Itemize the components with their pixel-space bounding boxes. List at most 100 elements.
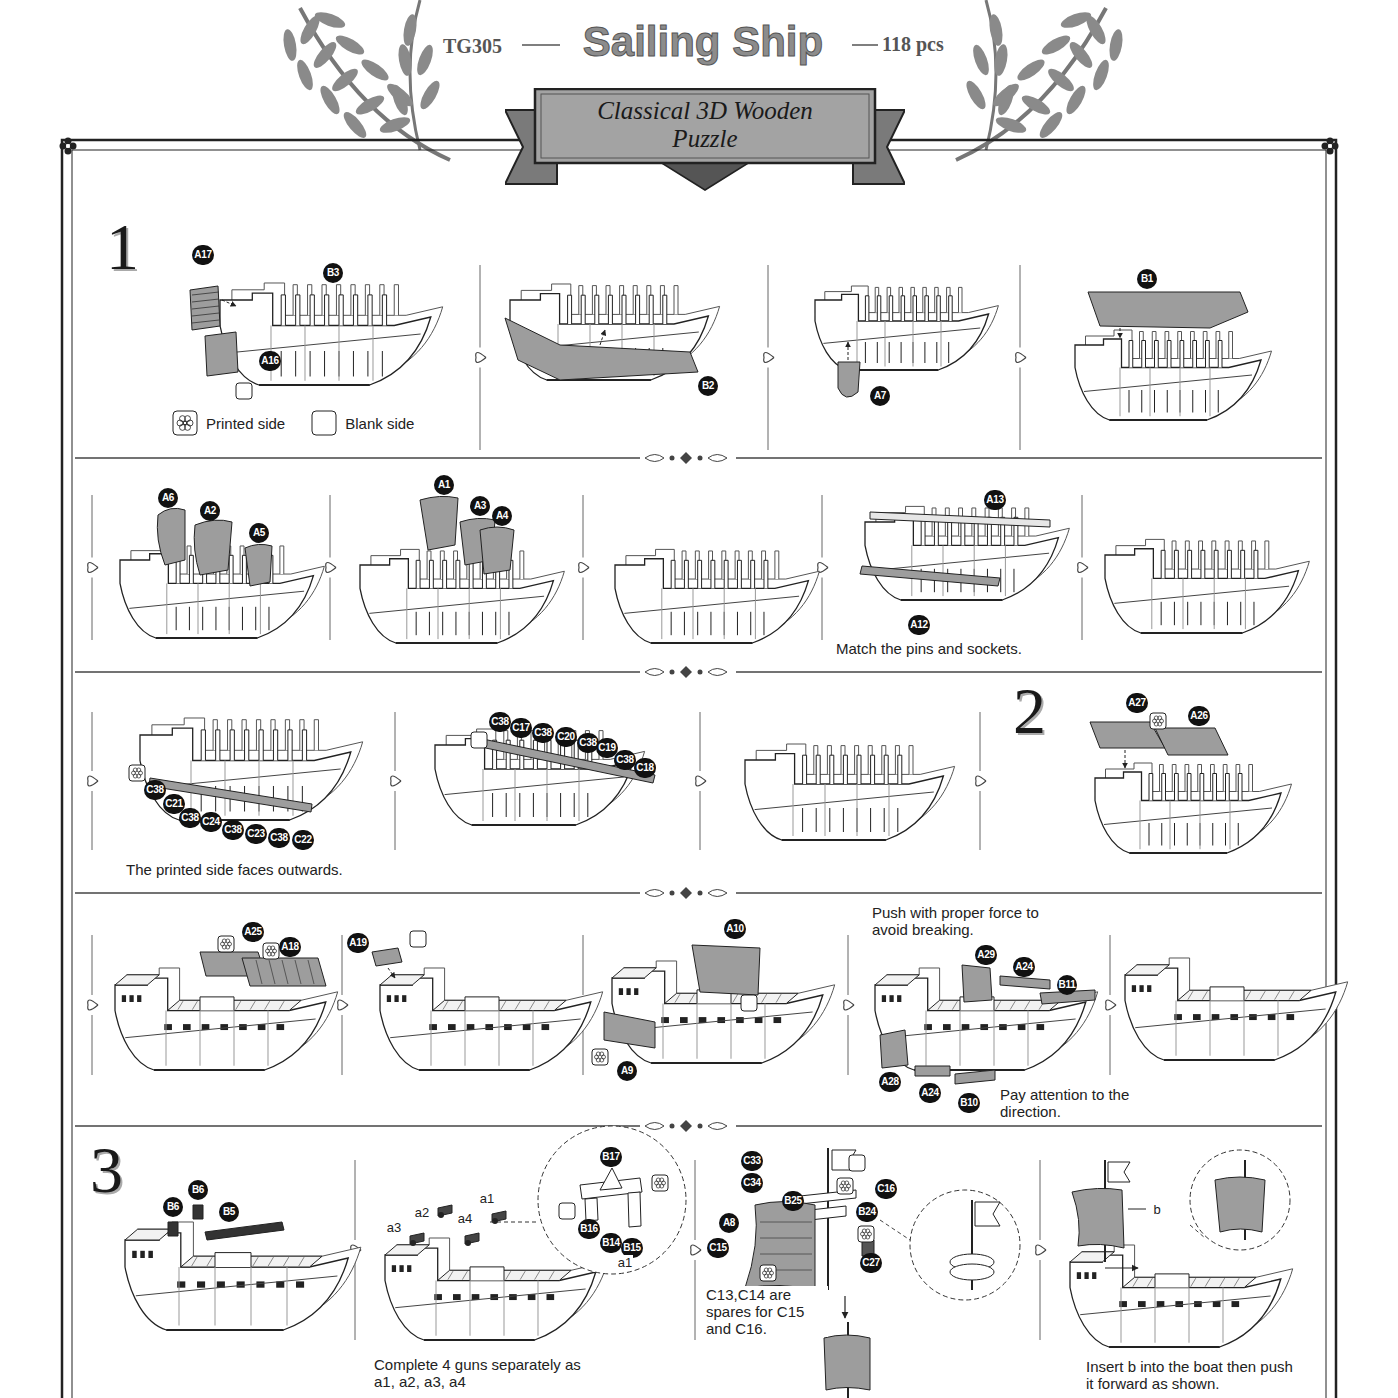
instruction-note: C13,C14 are spares for C15 and C16. [706, 1286, 828, 1337]
scroll [1106, 1000, 1116, 1010]
callout-number: C33 [741, 1151, 762, 1171]
divider-ornament [640, 665, 736, 679]
legend-icon [172, 410, 198, 436]
instruction-note: The printed side faces outwards. [126, 861, 406, 878]
callout-number: C38 [532, 723, 553, 743]
laurel [281, 0, 450, 160]
callout-number: B24 [856, 1202, 877, 1222]
part-piece [962, 965, 992, 1002]
part-letter: b [1152, 1202, 1161, 1217]
part-piece [1215, 1177, 1265, 1232]
ship-drawing [435, 729, 645, 825]
callout-number: A7 [870, 386, 890, 406]
scroll [976, 776, 986, 786]
printed-side-icon [592, 1049, 608, 1065]
part-piece [604, 1012, 655, 1048]
leader-line [844, 1296, 845, 1318]
scroll [88, 776, 98, 786]
leader-line [852, 44, 878, 46]
part-letter: a3 [386, 1220, 402, 1235]
callout-number: B1 [1137, 269, 1157, 289]
ship-drawing [745, 744, 955, 840]
blank-side-icon [410, 931, 426, 947]
part-piece [1155, 728, 1228, 755]
legend: Printed side Blank side [172, 410, 414, 436]
callout-number: A25 [242, 922, 263, 942]
part-piece [745, 1202, 815, 1291]
printed-side-icon [858, 1226, 874, 1242]
callout-number: A8 [719, 1213, 739, 1233]
callout-number: C38 [614, 750, 635, 770]
part-piece [242, 958, 326, 986]
callout-number: A29 [975, 945, 996, 965]
instruction-note: Push with proper force to avoid breaking… [872, 904, 1052, 938]
part-piece [190, 286, 220, 330]
leader-line [490, 1222, 538, 1223]
part-letter: a4 [457, 1211, 473, 1226]
ship-drawing [380, 968, 603, 1070]
leader-line [600, 330, 605, 345]
scroll [696, 776, 706, 786]
printed-side-icon [129, 765, 145, 781]
callout-number: C38 [489, 712, 510, 732]
callout-number: A10 [724, 919, 745, 939]
divider-ornament [640, 1119, 736, 1133]
part-piece [168, 1222, 178, 1236]
leader-line [256, 960, 262, 984]
leader-line [880, 1220, 910, 1240]
ship-drawing [1125, 958, 1348, 1060]
ship-drawing [1105, 539, 1309, 633]
part-piece [1088, 292, 1248, 328]
part-piece [245, 544, 272, 586]
leader-line [192, 320, 219, 323]
leader-line [192, 313, 219, 316]
part-piece [955, 1070, 995, 1084]
part-piece [838, 362, 860, 397]
leader-line [295, 960, 301, 984]
callout-number: B3 [323, 263, 343, 283]
ship-drawing [615, 549, 819, 643]
ship-drawing [1075, 330, 1272, 420]
part-piece [600, 1168, 622, 1190]
callout-number: C38 [222, 820, 243, 840]
instruction-note: Pay attention to the direction. [1000, 1086, 1132, 1120]
callout-number: A4 [492, 506, 512, 526]
frame [72, 150, 1326, 1398]
scroll [764, 353, 774, 363]
legend-item: Printed side [172, 410, 285, 436]
leader-line [1120, 328, 1121, 338]
divider-ornament [640, 886, 736, 900]
callout-number: C38 [179, 808, 200, 828]
divider-ornament [640, 451, 736, 465]
scroll [579, 563, 589, 573]
callout-number: A17 [192, 245, 213, 265]
callout-number: B14 [600, 1233, 621, 1253]
leader-line [1105, 1267, 1138, 1268]
part-piece [194, 520, 232, 575]
callout-number: A19 [347, 933, 368, 953]
callout-number: A24 [919, 1083, 940, 1103]
callout-number: C34 [741, 1173, 762, 1193]
callout-number: C17 [510, 718, 531, 738]
part-piece [860, 566, 1000, 586]
callout-number: A2 [200, 501, 220, 521]
part-piece [1072, 1188, 1124, 1248]
blank-side-icon [741, 995, 757, 1011]
leader-line [192, 299, 219, 302]
callout-number: C20 [555, 727, 576, 747]
frame [62, 140, 1336, 1398]
part-letter: a1 [617, 1255, 633, 1270]
ship-drawing [815, 286, 998, 370]
callout-number: A9 [617, 1061, 637, 1081]
callout-number: A1 [434, 475, 454, 495]
part-piece [505, 318, 698, 380]
part-piece [205, 1222, 284, 1240]
banner-text: Classical 3D Wooden Puzzle [585, 97, 825, 153]
legend-text: Blank side [345, 415, 414, 432]
corner-ornament [1322, 138, 1339, 155]
part-piece [585, 1198, 598, 1221]
scroll [691, 1245, 701, 1255]
header-text: 118 pcs [882, 32, 944, 56]
scroll [476, 353, 486, 363]
